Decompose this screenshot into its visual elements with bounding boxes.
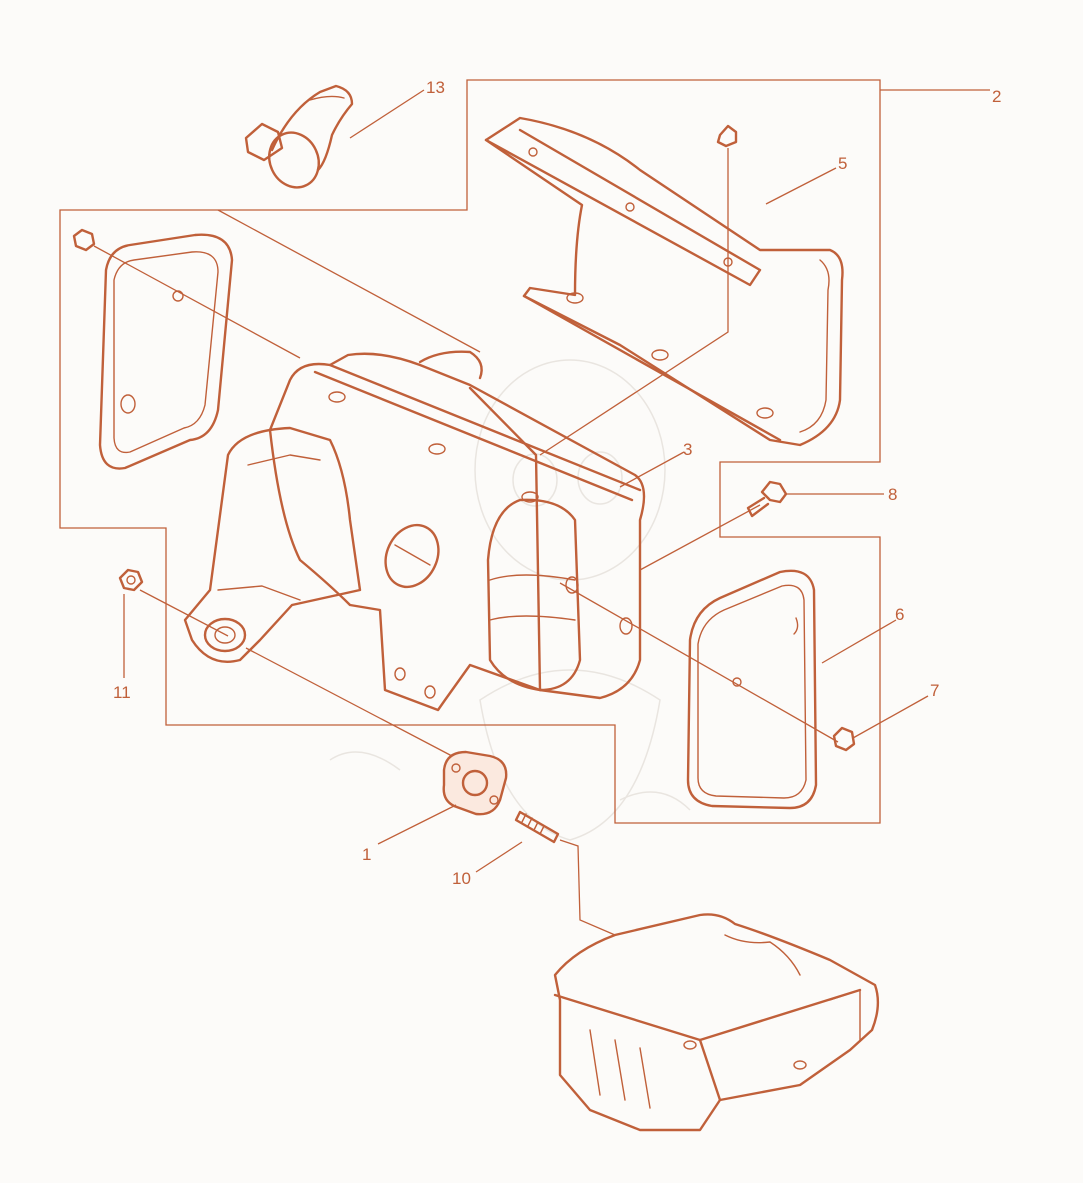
part-6-right-side-cover (686, 569, 818, 810)
muffler-rear-bracket (183, 426, 362, 663)
part-1-gasket (442, 750, 508, 816)
part-11-nut (118, 568, 144, 592)
connection-leader-lines (139, 209, 839, 936)
callout-labels: 13 2 5 3 8 6 7 11 1 10 (113, 78, 1001, 888)
callout-3: 3 (683, 440, 692, 459)
callout-leaders (123, 89, 990, 873)
callout-6: 6 (895, 605, 904, 624)
part-8-bolt (746, 480, 788, 518)
callout-1: 1 (362, 845, 371, 864)
part-5-heat-shield (484, 116, 844, 447)
part-13-elbow-hose (244, 84, 354, 189)
callout-10: 10 (452, 869, 471, 888)
callout-13: 13 (426, 78, 445, 97)
part-3-muffler-body (268, 350, 646, 712)
callout-11: 11 (113, 683, 131, 702)
callout-5: 5 (838, 154, 847, 173)
callout-7: 7 (930, 681, 939, 700)
watermark-mascot (329, 359, 691, 841)
assembly-boundary-frame (59, 79, 881, 824)
callout-8: 8 (888, 485, 897, 504)
callout-2: 2 (992, 87, 1001, 106)
part-7-nut (832, 726, 856, 752)
left-side-cover-plate (72, 228, 301, 470)
engine-cylinder-head (553, 913, 880, 1132)
part-10-stud (514, 810, 560, 844)
